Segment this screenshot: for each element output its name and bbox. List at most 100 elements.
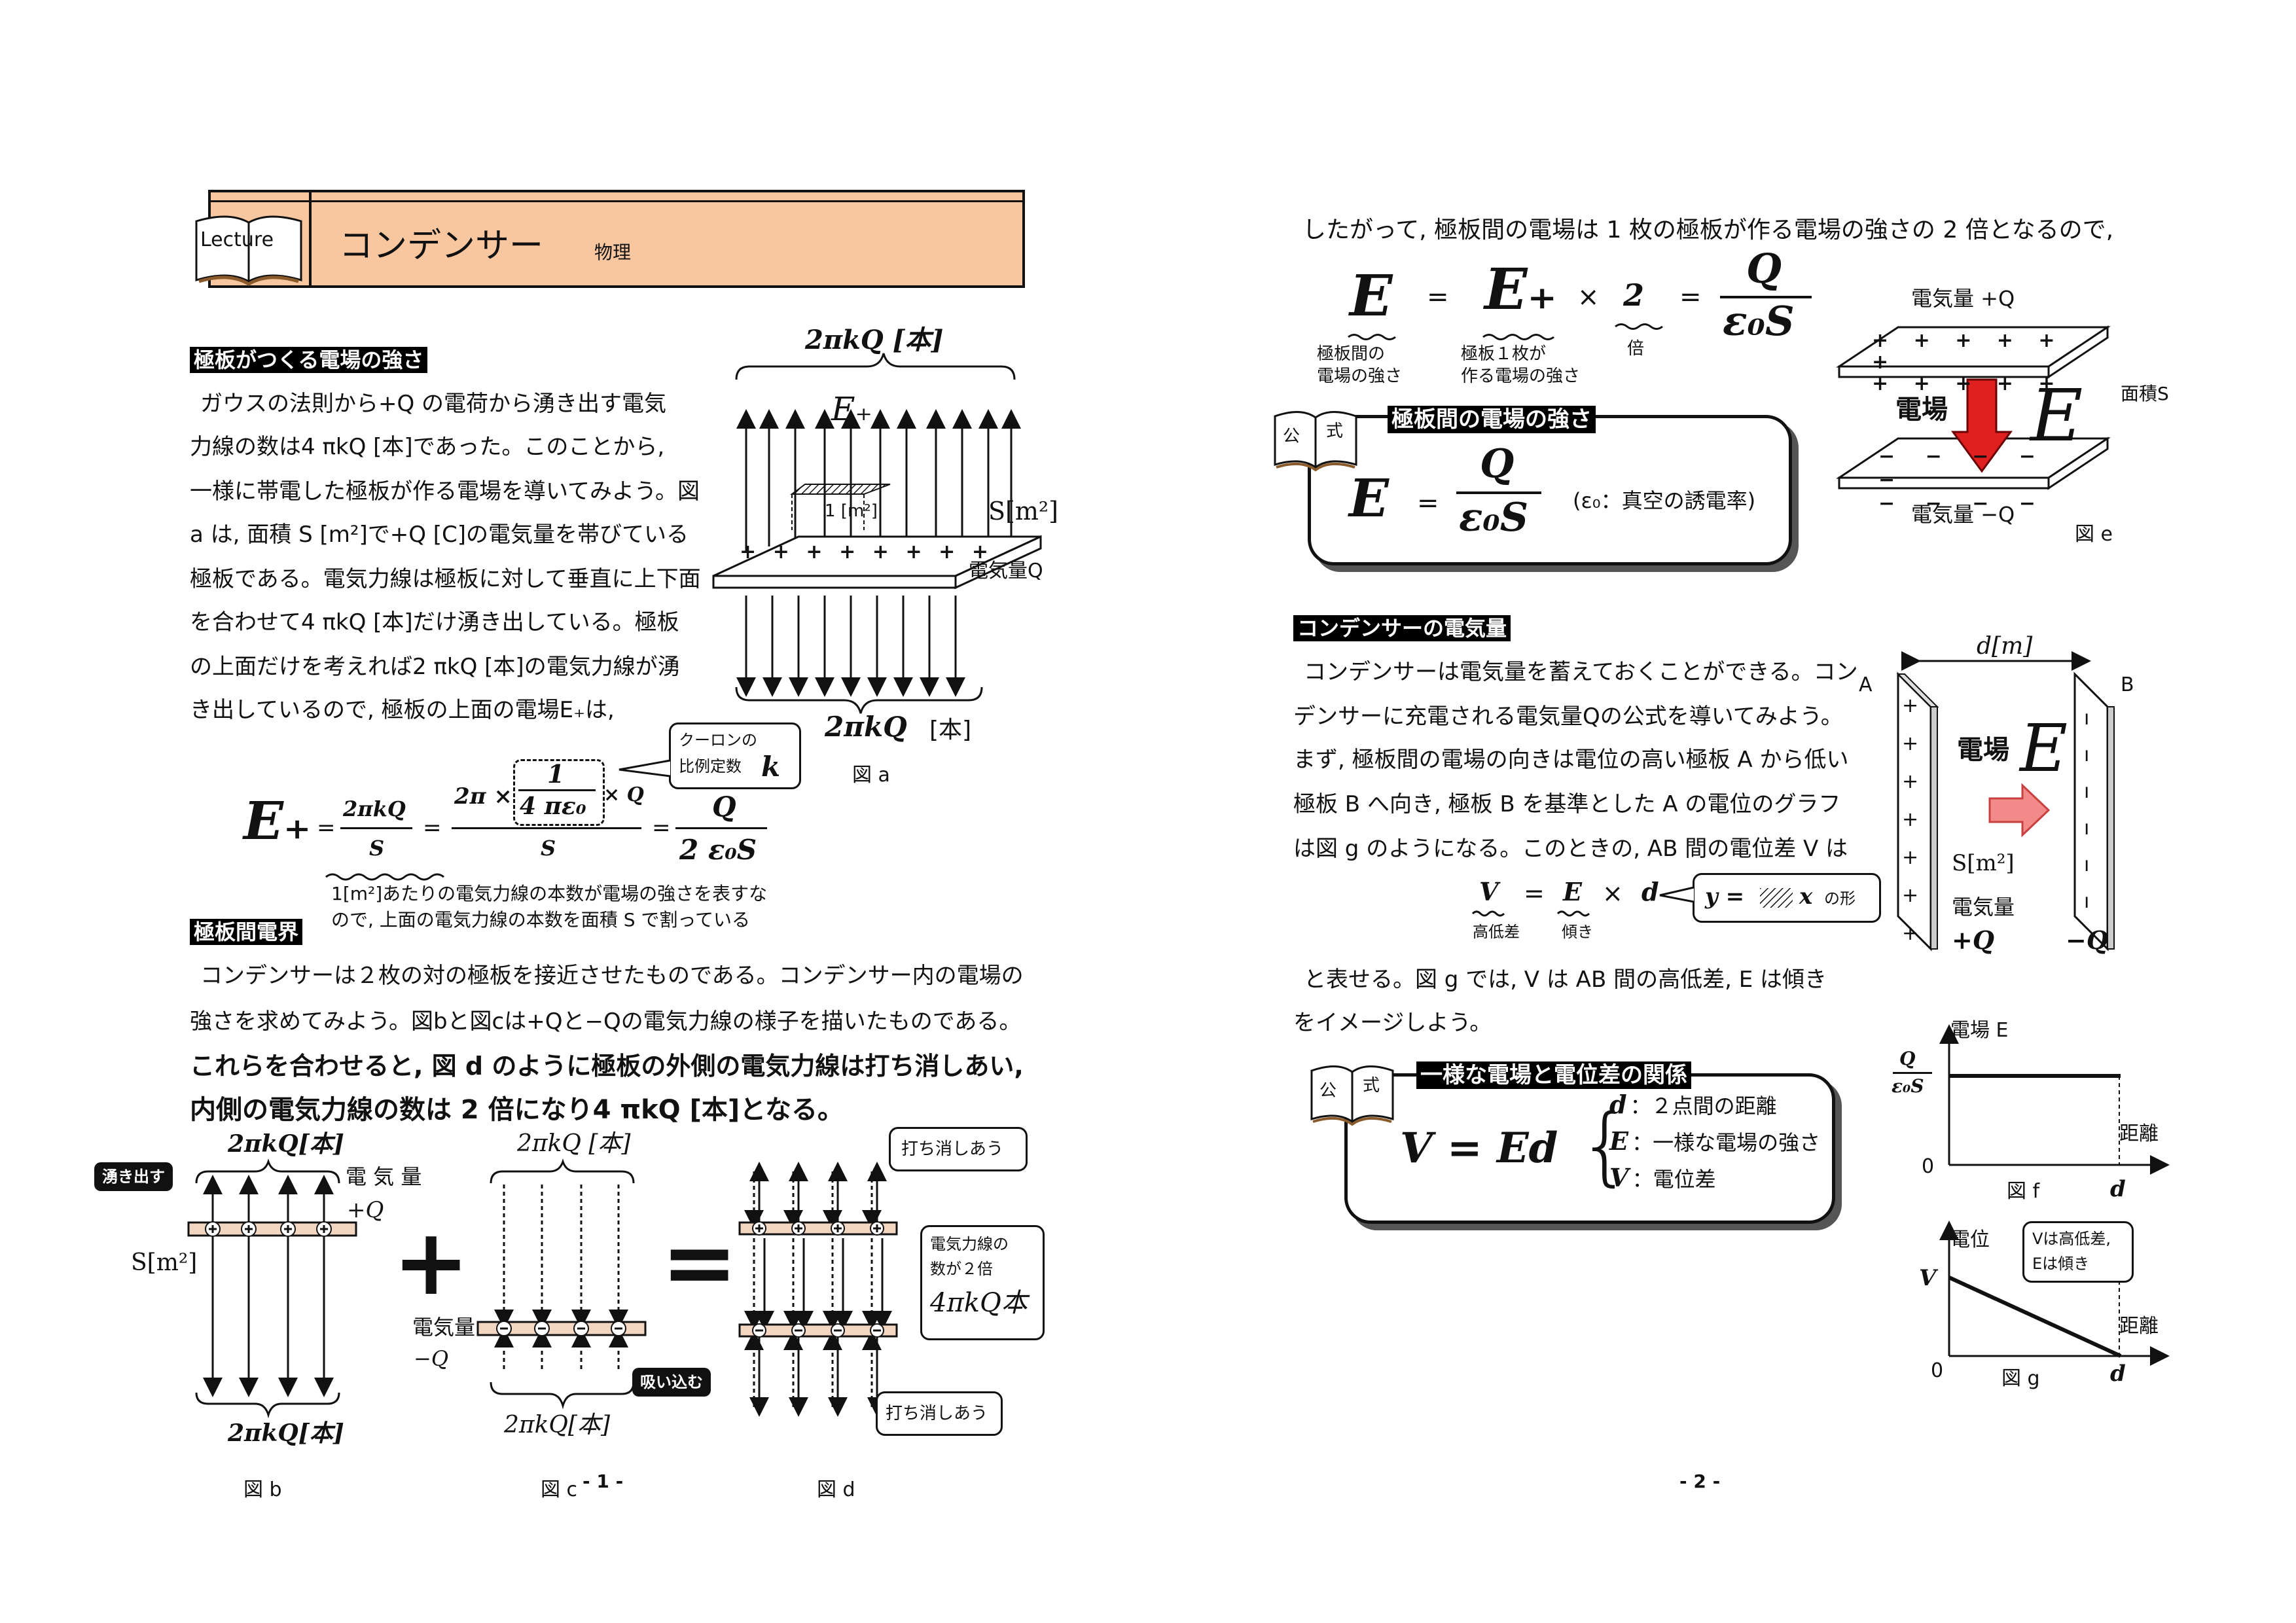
fb1-lhs: E	[1349, 467, 1389, 529]
coulomb-note-line1: クーロンの	[679, 731, 757, 749]
lf-slope-hatch	[1760, 888, 1793, 908]
fb2-item-sym: V	[1609, 1163, 1629, 1192]
fig-d-bubble-top: 打ち消しあう	[889, 1127, 1028, 1171]
linear-form-bubble: y = x の形	[1693, 873, 1881, 923]
fig-c-top-label: 2πkQ [本]	[517, 1130, 631, 1157]
fig-f-ytick-den: ε₀S	[1892, 1075, 1924, 1097]
frac3-den: 2 ε₀S	[679, 834, 757, 866]
fb2-item: E ：一様な電場の強さ	[1609, 1126, 1820, 1163]
linear-form-pointer	[1659, 886, 1695, 903]
df-num: Q	[1746, 245, 1782, 293]
fb2-item-sym: E	[1609, 1126, 1628, 1156]
header-top-rule	[211, 200, 1022, 202]
s2-line-1: コンデンサーは２枚の対の極板を接近させたものである。コンデンサー内の電場の	[200, 963, 1024, 989]
s2-line-4: 内側の電気力線の数は 2 倍になり4 πkQ [本]となる。	[190, 1095, 844, 1125]
frac2-bar	[452, 827, 641, 829]
fig-a-bottom-label: 2πkQ	[825, 711, 907, 743]
figure-g: 電位 V 距離 0 d 図 g	[1878, 1217, 2170, 1400]
fig-d-caption: 図 d	[817, 1478, 855, 1501]
fig-b-caption: 図 b	[243, 1478, 282, 1501]
ved-v-note: 高低差	[1473, 923, 1520, 941]
plus-sign: +	[2038, 372, 2064, 395]
cap-plate-a: A	[1859, 673, 1873, 696]
minus-sign: −	[1878, 492, 1907, 515]
fig-e-field-symbol: E	[2030, 374, 2083, 457]
fig-c-bottom-label: 2πkQ[本]	[504, 1412, 610, 1438]
plus-sign: +	[1996, 372, 2022, 395]
s1-line-3: 一様に帯電した極板が作る電場を導いてみよう。図	[190, 478, 700, 505]
fig-f-d-tick: d	[2110, 1176, 2126, 1202]
s3-after-2: をイメージしよう。	[1293, 1010, 1492, 1036]
plus-sign: +	[1996, 329, 2022, 352]
frac2-den: S	[541, 836, 556, 861]
s3-line-4: 極板 B へ向き, 極板 B を基準とした A の電位のグラフ	[1293, 791, 1841, 817]
formula-box-uniform-field: V = Ed { d ：２点間の距離 E ：一様な電場の強さ V ：電位差	[1344, 1073, 1835, 1224]
fig-g-ytick: V	[1919, 1265, 1937, 1291]
fig-f-caption: 図 f	[2007, 1180, 2040, 1203]
s3-line-3: まず, 極板間の電場の向きは電位の高い極板 A から低い	[1293, 747, 1849, 773]
figure-b: 2πkQ[本] 2πkQ[本] 電 気 量 +Q S[m²]	[131, 1126, 422, 1453]
frac3-bar	[675, 827, 767, 829]
fig-g-ylabel: 電位	[1950, 1228, 1990, 1251]
fig-a-charge-label: 電気量Q	[969, 560, 1043, 582]
s3-line-2: デンサーに充電される電気量Qの公式を導いてみよう。	[1293, 704, 1843, 730]
s1-line-1: ガウスの法則から+Q の電荷から湧き出す電気	[200, 391, 667, 417]
plus-sign: +	[1913, 372, 1939, 395]
df-e: E	[1350, 263, 1393, 329]
header-divider	[309, 192, 312, 285]
plus-sign: +	[839, 541, 856, 563]
badge-1: 公	[1319, 1081, 1337, 1101]
eq-sign: =	[423, 815, 442, 841]
minus-sign: −	[1972, 445, 2001, 468]
fig-g-bubble-1: Vは高低差,	[2032, 1230, 2111, 1248]
eplus-formula: E₊ = 2πkQ S = 2π × 1 4 πε₀ × Q S = Q 2 ε…	[243, 759, 780, 877]
fig-b-top-label: 2πkQ[本]	[228, 1130, 344, 1158]
plus-sign: +	[740, 541, 757, 563]
fb2-items: d ：２点間の距離 E ：一様な電場の強さ V ：電位差	[1609, 1090, 1820, 1200]
s1-line-7: の上面だけを考えれば2 πkQ [本]の電気力線が湧	[190, 654, 680, 680]
fig-a-plus-signs: + + + + + + + +	[740, 541, 988, 563]
plus-sign: +	[872, 541, 889, 563]
frac2-inner-bar	[518, 789, 596, 791]
df-bar	[1720, 296, 1812, 298]
s3-line-5: は図 g のようになる。このときの, AB 間の電位差 V は	[1293, 836, 1848, 862]
fig-d-bubble-mid: 電気力線の 数が２倍 4πkQ本	[920, 1225, 1045, 1340]
fig-c-bubble-sink: 吸い込む	[632, 1368, 711, 1397]
eplus-lhs: E₊	[243, 790, 312, 851]
lecture-header	[208, 190, 1025, 288]
minus-sign: −	[1972, 492, 2001, 515]
lf-y: y =	[1705, 883, 1745, 910]
plus-sign: +	[806, 541, 823, 563]
frac2-num-c: 4 πε₀	[520, 793, 586, 820]
fig-a-unit-area: 1 [m²]	[825, 501, 878, 521]
fig-e-bottom-charge: 電気量 −Q	[1911, 502, 2015, 527]
cap-plate-a-charges: +++++++	[1902, 694, 1919, 945]
eplus-underline-wave	[325, 873, 444, 881]
eplus-note-line1: 1[m²]あたりの電気力線の本数が電場の強さを表すな	[331, 883, 768, 904]
fig-e-top-charge: 電気量 +Q	[1911, 286, 2015, 311]
minus-sign: −	[2018, 445, 2047, 468]
fig-b-bubble-source: 湧き出す	[94, 1162, 173, 1191]
formula-box-plate-field: E = Q ε₀S (ε₀：真空の誘電率)	[1308, 415, 1792, 565]
fb1-bar	[1456, 491, 1541, 494]
ved-d: d	[1641, 877, 1659, 906]
s3-line-1: コンデンサーは電気量を蓄えておくことができる。コン	[1304, 659, 1858, 685]
df-e-wave	[1348, 334, 1396, 340]
fig-d-bubble-bottom: 打ち消しあう	[876, 1391, 1003, 1436]
cap-plate-b: B	[2121, 673, 2134, 696]
plus-sign: +	[1955, 329, 1981, 352]
plus-sign: +	[1955, 372, 1981, 395]
cap-minus-q: −Q	[2066, 925, 2108, 955]
fig-b-bottom-label: 2πkQ[本]	[228, 1419, 344, 1447]
fb2-item-text: ：電位差	[1632, 1167, 1716, 1192]
ved-e: E	[1563, 877, 1582, 906]
fig-g-origin: 0	[1931, 1359, 1944, 1382]
ved-v-wave	[1471, 910, 1505, 917]
cap-field-label: 電場	[1957, 735, 2009, 765]
fb1-num: Q	[1480, 441, 1515, 487]
fig-a-e-label: E₊	[831, 390, 872, 428]
badge-1: 公	[1283, 427, 1300, 446]
fig-d-bubble-mid-1: 電気力線の	[930, 1235, 1009, 1253]
fig-e-plus-signs: + + + + + + + + + + +	[1872, 330, 2068, 395]
